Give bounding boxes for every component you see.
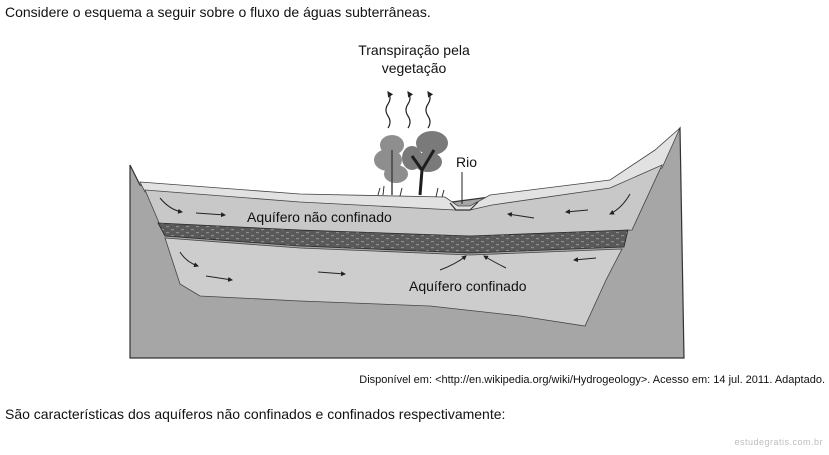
confined-aquifer-zone xyxy=(164,237,623,327)
river xyxy=(449,201,479,211)
unconfined-aquifer-label: Aquífero não confinado xyxy=(247,209,392,225)
vegetation xyxy=(374,131,448,198)
flow-arrow xyxy=(195,212,226,218)
flow-arrow xyxy=(179,251,199,268)
flow-arrow xyxy=(317,271,346,277)
transpiration-label-line2: vegetação xyxy=(382,60,447,76)
flow-arrow xyxy=(205,275,233,282)
transpiration-arrow-2 xyxy=(405,91,414,129)
confining-layer xyxy=(157,222,629,254)
flow-arrow xyxy=(483,255,507,269)
flow-arrow xyxy=(507,212,535,219)
intro-text: Considere o esquema a seguir sobre o flu… xyxy=(5,4,431,20)
flow-arrow xyxy=(573,257,597,263)
source-citation: Disponível em: <http://en.wikipedia.org/… xyxy=(359,374,825,386)
river-label: Rio xyxy=(456,154,477,170)
flow-arrow xyxy=(159,197,183,214)
flow-arrow xyxy=(609,193,631,215)
watermark: estudegratis.com.br xyxy=(734,437,823,447)
transpiration-arrow-1 xyxy=(385,91,394,129)
flow-arrow xyxy=(565,209,589,215)
transpiration-arrow-3 xyxy=(425,91,434,129)
confined-aquifer-label: Aquífero confinado xyxy=(409,278,527,294)
transpiration-label-line1: Transpiração pela xyxy=(358,42,470,58)
flow-arrow xyxy=(439,255,467,271)
question-text: São características dos aquíferos não co… xyxy=(5,406,506,422)
